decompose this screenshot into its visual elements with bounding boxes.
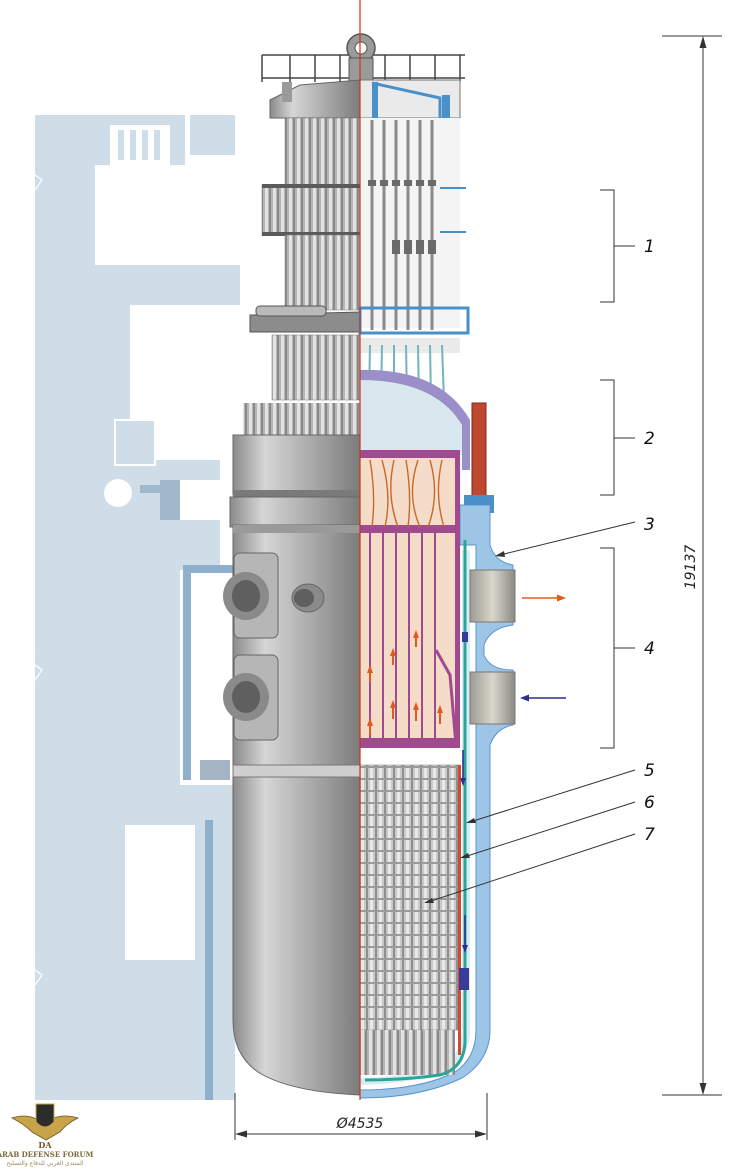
callout-2: 2 — [644, 429, 655, 449]
core-fuel-assemblies — [359, 764, 461, 1075]
building-support-beams — [140, 480, 233, 1100]
vessel-wall-cutaway — [359, 504, 514, 1099]
building-cutline — [27, 159, 43, 986]
protective-tube-unit — [360, 450, 460, 748]
diameter-dimension-label: Ø4535 — [336, 1116, 384, 1132]
upper-block-flange — [249, 305, 470, 353]
callout-4: 4 — [644, 639, 655, 659]
watermark-subtitle: المنتدى العربي للدفاع والتسليح — [7, 1160, 84, 1167]
callout-3: 3 — [644, 515, 655, 535]
height-dimension-arrows — [699, 36, 707, 1095]
callout-leader-arrowheads — [424, 551, 505, 903]
drives-cutaway — [360, 118, 466, 330]
watermark-logo-text: DA — [38, 1140, 52, 1150]
shield-icon — [35, 1103, 55, 1128]
height-dimension-label: 19137 — [683, 545, 699, 590]
callout-labels: 1 2 3 4 5 6 7 — [644, 237, 655, 845]
upper-unit-head — [269, 79, 461, 119]
building-structure — [35, 115, 240, 1100]
callout-5: 5 — [644, 761, 655, 781]
watermark-title: ARAB DEFENSE FORUM — [0, 1150, 94, 1159]
callout-1: 1 — [644, 237, 655, 257]
diameter-dimension-arrows — [235, 1130, 487, 1138]
height-dimension — [662, 35, 722, 1096]
callout-6: 6 — [644, 793, 655, 813]
control-rod-drives — [261, 117, 361, 401]
coolant-flow-arrows — [460, 594, 566, 953]
vessel-nozzles-left — [223, 552, 325, 741]
core-barrel — [364, 540, 469, 1082]
callout-leaders — [427, 521, 636, 903]
callout-brackets — [600, 189, 635, 749]
vessel-nozzles-right — [469, 569, 516, 725]
watermark-logo: DA ARAB DEFENSE FORUM المنتدى العربي للد… — [0, 1103, 94, 1167]
diameter-dimension — [234, 1093, 488, 1140]
vessel-head — [229, 369, 470, 528]
callout-7: 7 — [644, 825, 655, 845]
